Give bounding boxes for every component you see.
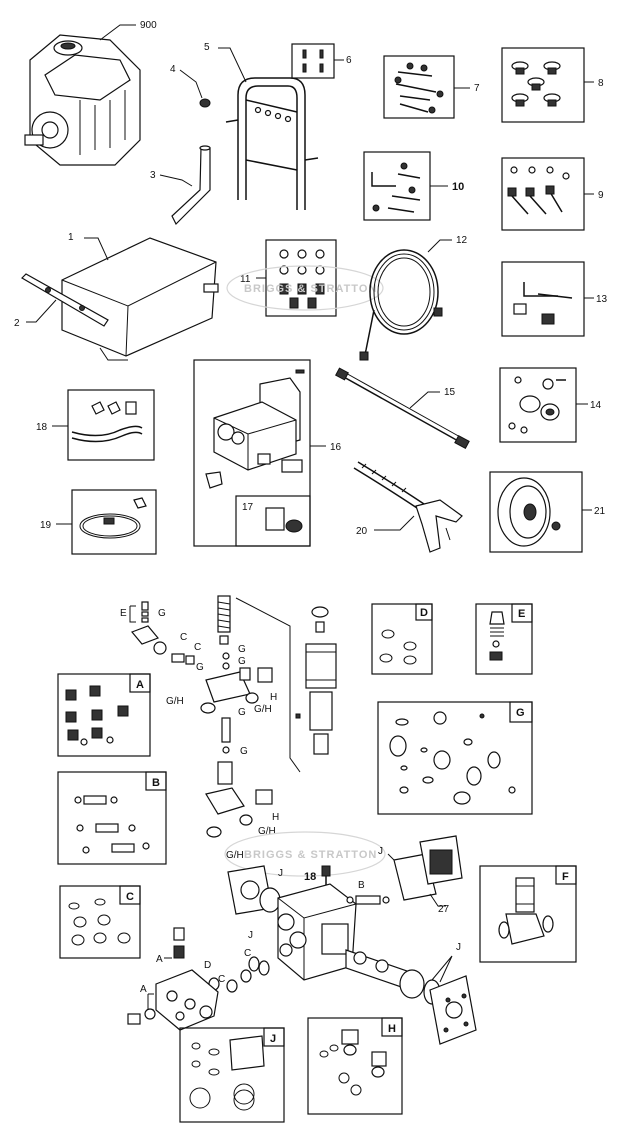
part-7-bolt-kit — [383, 55, 470, 119]
part-1-base-plate — [61, 237, 219, 361]
callout-4: 4 — [170, 64, 176, 75]
part-16-pump-assembly — [193, 359, 326, 547]
kit-label-d: D — [420, 607, 428, 619]
seal-label-gh-3: G/H — [258, 826, 276, 837]
seal-label-g-3: G — [238, 644, 246, 655]
kit-a-valves — [57, 673, 151, 757]
part-10-bolt-kit — [363, 151, 448, 221]
callout-19: 19 — [40, 520, 52, 531]
kit-h-fittings — [307, 1017, 403, 1115]
seal-label-c-4: C — [218, 974, 225, 985]
kit-label-f: F — [562, 871, 569, 883]
seal-label-c-3: C — [244, 948, 251, 959]
callout-9: 9 — [598, 190, 604, 201]
seal-label-g-top: G — [158, 608, 166, 619]
part-21-wheel — [489, 471, 592, 553]
part-15-spray-wand — [335, 367, 470, 450]
seal-label-gh-2: G/H — [254, 704, 272, 715]
seal-label-h-2: H — [272, 812, 279, 823]
part-2-support-bar — [21, 273, 109, 327]
engine-assembly — [24, 24, 141, 166]
unloader-stack: E G C C G G G G G/H H G/H G H — [120, 595, 301, 861]
part-9-hardware — [501, 157, 594, 231]
callout-15: 15 — [444, 387, 456, 398]
callout-16: 16 — [330, 442, 342, 453]
part-6-bracket — [291, 43, 344, 79]
seal-label-g-6: G — [240, 746, 248, 757]
kit-label-e: E — [518, 608, 525, 620]
callout-7: 7 — [474, 83, 480, 94]
callout-17: 17 — [242, 502, 254, 513]
callout-20: 20 — [356, 526, 368, 537]
callout-900: 900 — [140, 20, 157, 31]
seal-label-a-1: A — [156, 954, 163, 965]
seal-label-j-1: J — [278, 868, 283, 879]
part-12-high-pressure-hose — [359, 239, 452, 361]
seal-label-j-2: J — [456, 942, 461, 953]
seal-label-a-2: A — [140, 984, 147, 995]
callout-5: 5 — [204, 42, 210, 53]
watermark-text-top: BRIGGS & STRATTON — [244, 283, 377, 295]
seal-label-h-1: H — [270, 692, 277, 703]
kit-label-g: G — [516, 707, 525, 719]
part-8-rubber-feet — [501, 47, 594, 123]
part-19-o-ring-kit — [56, 489, 157, 555]
kit-j-seals — [179, 1027, 285, 1123]
callout-12: 12 — [456, 235, 468, 246]
kit-label-a: A — [136, 679, 144, 691]
seal-label-j-cover: J — [378, 846, 383, 857]
callout-8: 8 — [598, 78, 604, 89]
watermark-logo-bottom: BRIGGS & STRATTON — [224, 831, 386, 877]
seal-label-gh-4: G/H — [226, 850, 244, 861]
callout-21: 21 — [594, 506, 606, 517]
seal-label-c-1: C — [180, 632, 187, 643]
accumulator-tower — [295, 606, 337, 755]
callout-3: 3 — [150, 170, 156, 181]
callout-27: 27 — [438, 904, 450, 915]
kit-label-b: B — [152, 777, 160, 789]
part-11-isolator-kit — [256, 239, 337, 317]
watermark-logo-top: BRIGGS & STRATTON — [226, 265, 384, 311]
seal-label-c-2: C — [194, 642, 201, 653]
callout-2: 2 — [14, 318, 20, 329]
kit-d-seals — [371, 603, 433, 675]
kit-f-unloader — [479, 865, 577, 963]
callout-6: 6 — [346, 55, 352, 66]
watermark-text-bottom: BRIGGS & STRATTON — [244, 849, 377, 861]
seal-label-e-top: E — [120, 608, 127, 619]
seal-label-j-3: J — [248, 930, 253, 941]
kit-label-j: J — [270, 1033, 276, 1045]
seal-label-gh-1: G/H — [166, 696, 184, 707]
crankcase-cover — [387, 835, 463, 907]
kit-label-h: H — [388, 1023, 396, 1035]
callout-18-lower: 18 — [304, 871, 316, 883]
callout-1: 1 — [68, 232, 74, 243]
kit-label-c: C — [126, 891, 134, 903]
seal-label-g-2: G — [196, 662, 204, 673]
callout-14: 14 — [590, 400, 602, 411]
kit-g-o-rings — [377, 701, 533, 815]
part-18-inlet-hose-kit — [52, 389, 155, 461]
part-13-axle-kit — [501, 261, 594, 337]
kit-e-check-valve — [475, 603, 533, 675]
part-20-spray-gun — [353, 461, 463, 553]
kit-b-pistons — [57, 771, 167, 865]
callout-10: 10 — [452, 181, 464, 193]
part-14-wheel-hardware — [499, 367, 588, 443]
part-3-handle-tube — [159, 145, 211, 226]
pump-body-exploded: J B J J C C D A — [127, 865, 477, 1045]
callout-18: 18 — [36, 422, 48, 433]
callout-13: 13 — [596, 294, 608, 305]
seal-label-g-5: G — [238, 707, 246, 718]
seal-label-b-1: B — [358, 880, 365, 891]
seal-label-d-1: D — [204, 960, 211, 971]
part-5-handle-frame — [218, 47, 319, 210]
callout-11: 11 — [240, 274, 251, 285]
part-4-nut — [179, 69, 211, 108]
kit-c-seals — [59, 885, 141, 959]
seal-label-g-4: G — [238, 656, 246, 667]
